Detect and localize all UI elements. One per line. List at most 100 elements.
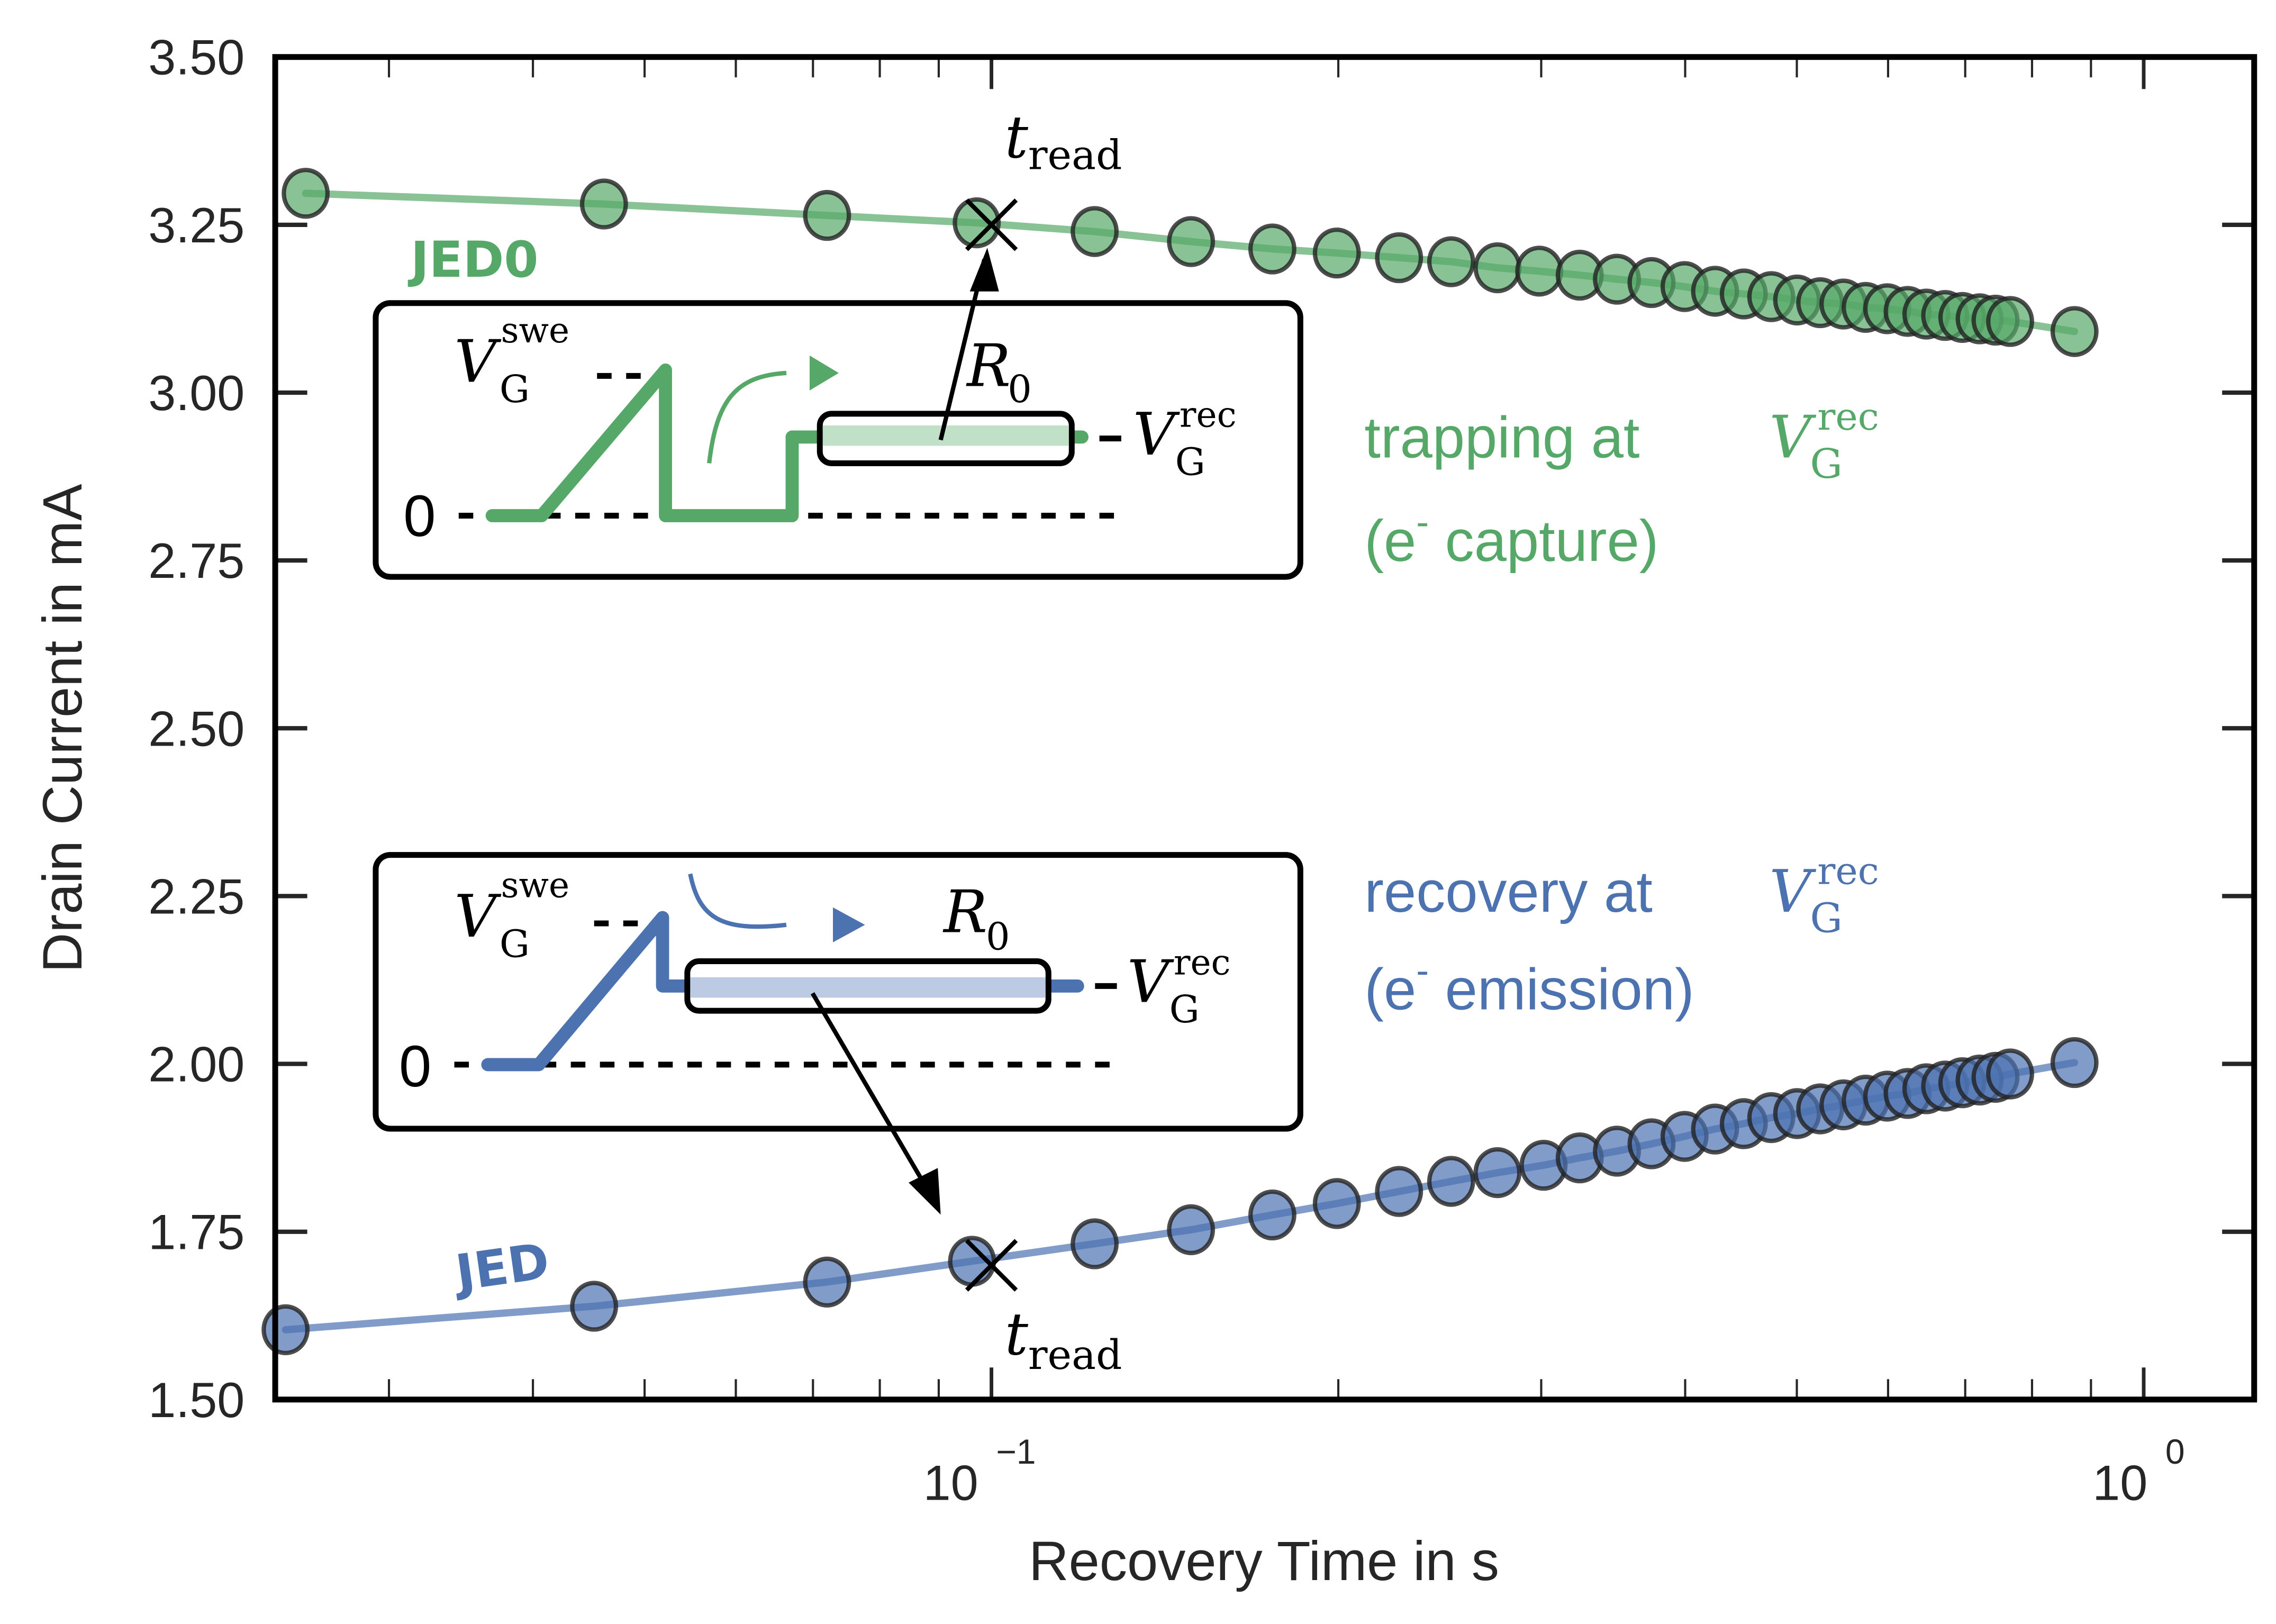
data-point	[2050, 1037, 2099, 1088]
x-tick-exp: −1	[996, 1432, 1036, 1471]
v-swe-label: V swe G	[455, 310, 570, 411]
inset-trapping: 0 V swe G R 0 V rec G	[373, 300, 1303, 580]
curved-arrow-head	[833, 907, 865, 942]
data-point	[1986, 1048, 2034, 1100]
series-label-jed0: JED0	[407, 231, 538, 289]
x-tick-label-1: 10 0	[2092, 1432, 2184, 1511]
trapping-annotation: trapping at V rec G (e- capture)	[1364, 395, 1879, 574]
swe-superscript: swe	[501, 310, 569, 351]
t-read-label: t read	[1005, 104, 1122, 179]
data-point	[1427, 236, 1475, 287]
curved-arrow	[688, 873, 787, 929]
x-tick-base: 10	[923, 1455, 978, 1511]
data-point	[1312, 227, 1361, 279]
trap-line-1: trapping at	[1364, 405, 1639, 470]
readout-highlight	[690, 977, 1046, 998]
read-subscript: read	[1028, 132, 1122, 179]
swe-superscript: swe	[501, 865, 569, 905]
g-subscript: G	[500, 922, 530, 966]
y-tick-label: 2.25	[148, 868, 244, 924]
data-point	[2050, 306, 2099, 357]
data-point	[579, 178, 628, 230]
x-marker-stroke	[965, 1239, 1018, 1292]
v-symbol: V	[1769, 403, 1816, 471]
data-point	[1375, 1166, 1423, 1217]
axes-frame	[272, 54, 2257, 1403]
y-tick-label: 3.00	[148, 365, 244, 421]
x-marker-icon	[965, 198, 1018, 251]
data-point	[1248, 1189, 1296, 1241]
trap-line-2: (e- capture)	[1364, 501, 1658, 574]
trap-line-2b: capture)	[1429, 509, 1658, 574]
rec-superscript: rec	[1174, 942, 1231, 983]
zero-label: 0	[399, 1034, 431, 1099]
readout-window	[684, 958, 1051, 1014]
recovery-annotation: recovery at V rec G (e- emission)	[1364, 849, 1879, 1022]
y-tick-label: 1.50	[148, 1372, 244, 1428]
data-point	[1248, 223, 1296, 275]
r-subscript: 0	[986, 915, 1010, 959]
data-point	[1473, 242, 1522, 294]
rec-line-2b: emission)	[1429, 957, 1694, 1022]
x-axis-label: Recovery Time in s	[1029, 1530, 1499, 1592]
data-point	[282, 168, 330, 219]
curved-arrow	[707, 370, 787, 464]
r-symbol: R	[966, 332, 1011, 400]
t-symbol: t	[1005, 104, 1029, 171]
g-subscript: G	[1810, 440, 1843, 488]
y-tick-label: 2.50	[148, 701, 244, 756]
arrow-down-line	[810, 992, 934, 1199]
x-tick-labels: 10 −1 10 0	[923, 1432, 2185, 1511]
rec-line-1: recovery at	[1364, 859, 1652, 924]
inset-recovery: 0 V swe G R 0 V rec G	[373, 852, 1303, 1132]
curved-arrow-head	[809, 355, 839, 391]
data-point	[1167, 216, 1216, 267]
t-read-top: t read	[938, 104, 1122, 441]
v-symbol: V	[1133, 401, 1180, 468]
series-layer	[261, 168, 2099, 1356]
r-subscript: 0	[1008, 367, 1032, 411]
g-subscript: G	[1175, 440, 1205, 484]
e-superscript: -	[1416, 949, 1429, 992]
data-point	[1515, 246, 1564, 297]
series-label-jed: JED	[449, 1232, 553, 1303]
y-tick-label: 3.50	[148, 30, 244, 85]
v-swe-label: V swe G	[455, 865, 570, 966]
y-tick-label: 2.00	[148, 1037, 244, 1092]
x-tick-label-0.1: 10 −1	[923, 1432, 1036, 1511]
gate-pulse-trace	[485, 363, 799, 522]
zero-label: 0	[403, 484, 436, 549]
data-point	[1986, 296, 2034, 347]
data-point	[1167, 1204, 1216, 1256]
y-tick-label: 1.75	[148, 1204, 244, 1260]
data-point	[1473, 1147, 1522, 1199]
data-point	[1375, 232, 1423, 284]
trap-line-2a: (e	[1364, 509, 1416, 574]
read-subscript: read	[1028, 1331, 1122, 1379]
readout-highlight	[822, 425, 1069, 446]
x-marker-icon	[965, 1239, 1018, 1292]
y-tick-labels: 1.501.752.002.252.502.753.003.253.50	[148, 30, 244, 1428]
series-jed	[261, 1037, 2099, 1356]
rec-superscript: rec	[1180, 395, 1237, 436]
data-point	[261, 1304, 310, 1356]
rec-line-2a: (e	[1364, 957, 1416, 1022]
g-subscript: G	[1810, 895, 1843, 942]
data-point	[1312, 1178, 1361, 1229]
g-subscript: G	[1169, 987, 1200, 1031]
series-jed0	[282, 168, 2099, 357]
v-symbol: V	[1769, 858, 1816, 926]
data-point	[953, 197, 1001, 249]
v-symbol: V	[455, 883, 502, 950]
v-symbol: V	[1127, 948, 1174, 1016]
arrow-up-head	[969, 248, 999, 292]
t-symbol: t	[1005, 1301, 1029, 1368]
y-tick-label: 3.25	[148, 197, 244, 253]
rec-superscript: rec	[1817, 849, 1879, 893]
r0-label: R 0	[942, 878, 1010, 959]
rec-line-2: (e- emission)	[1364, 949, 1694, 1022]
v-rec-label: V rec G	[1127, 942, 1231, 1031]
g-subscript: G	[500, 367, 530, 411]
